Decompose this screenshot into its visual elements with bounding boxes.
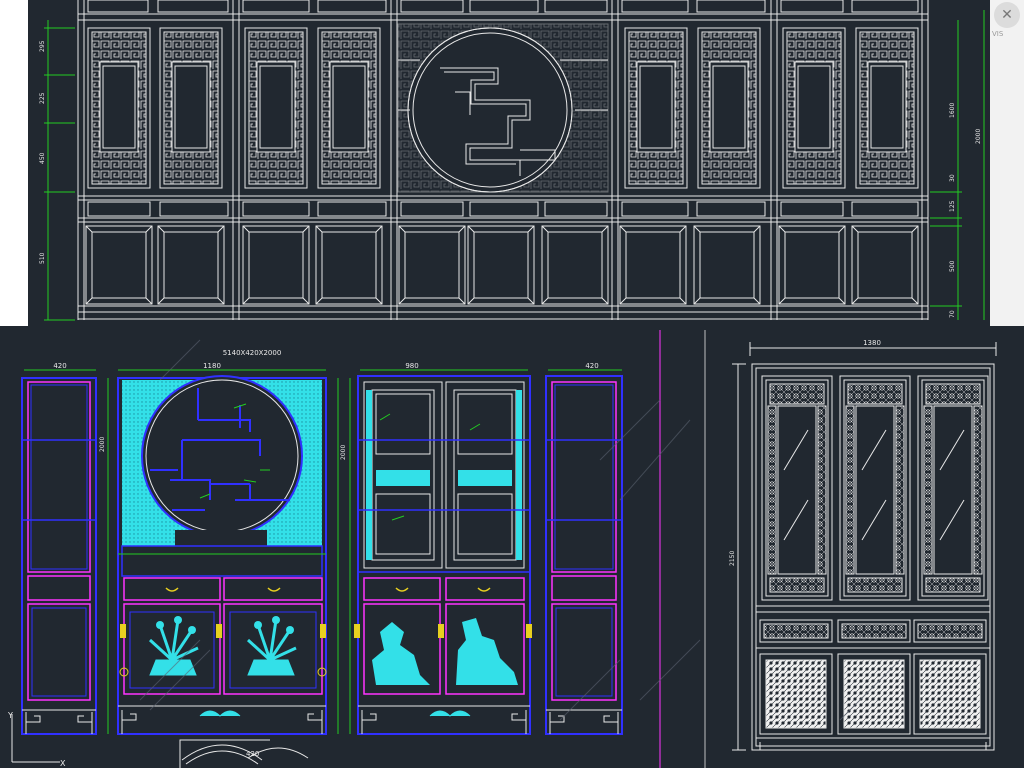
moon-gate	[397, 23, 609, 193]
cab2-caption: 5140X420X2000	[223, 349, 282, 357]
cab2-height-label: 2000	[340, 445, 347, 460]
watermark	[139, 339, 901, 721]
cabinet-narrow-left	[21, 377, 97, 735]
top-dimensions	[44, 10, 985, 321]
svg-text:X: X	[60, 759, 66, 768]
cab1-width-label: 420	[53, 362, 66, 370]
corner-label: VIS	[992, 30, 1004, 38]
cabinet-glass-lattice	[354, 369, 532, 735]
cabinet-moon-gate: 5140X420X2000	[117, 349, 327, 735]
dim-right-2: 2000	[975, 129, 982, 144]
dim-left-2: 225	[39, 92, 46, 104]
dim-left-4: 510	[39, 252, 46, 264]
ucs-axis-icon: Y X	[7, 711, 66, 768]
arch-details	[179, 739, 309, 768]
dim-left-3: 450	[39, 152, 46, 164]
cabinet-dividers	[77, 0, 929, 320]
drawers	[87, 201, 919, 217]
cabinet-narrow-right	[545, 369, 623, 735]
small-dim-label: 420	[246, 750, 259, 758]
dim-right-4: 125	[949, 200, 956, 212]
cab5-height-label: 2150	[729, 551, 736, 566]
top-header-boxes	[87, 0, 919, 13]
dim-right-6: 70	[949, 310, 956, 318]
cab4-width-label: 420	[585, 362, 598, 370]
dim-left-1: 295	[39, 40, 46, 52]
close-icon[interactable]: ✕	[994, 2, 1020, 28]
cab3-width-label: 980	[405, 362, 418, 370]
dim-right-5: 500	[949, 260, 956, 272]
lattice-doors	[87, 27, 919, 189]
cab5-width-label: 1380	[863, 339, 881, 347]
lower-doors	[85, 225, 919, 305]
rock-carving-right	[456, 618, 518, 685]
dim-right-1: 1600	[949, 103, 956, 118]
planter-carving-right	[246, 616, 297, 676]
svg-text:Y: Y	[7, 711, 13, 720]
cab1-height-label: 2000	[99, 437, 106, 452]
cabinet-white-right	[732, 342, 997, 751]
rock-carving-left	[372, 622, 430, 685]
viewer-side-strip: ✕ VIS	[990, 0, 1024, 326]
cab2-width-label: 1180	[203, 362, 221, 370]
dim-right-3: 30	[949, 174, 956, 182]
top-elevation	[77, 0, 929, 320]
